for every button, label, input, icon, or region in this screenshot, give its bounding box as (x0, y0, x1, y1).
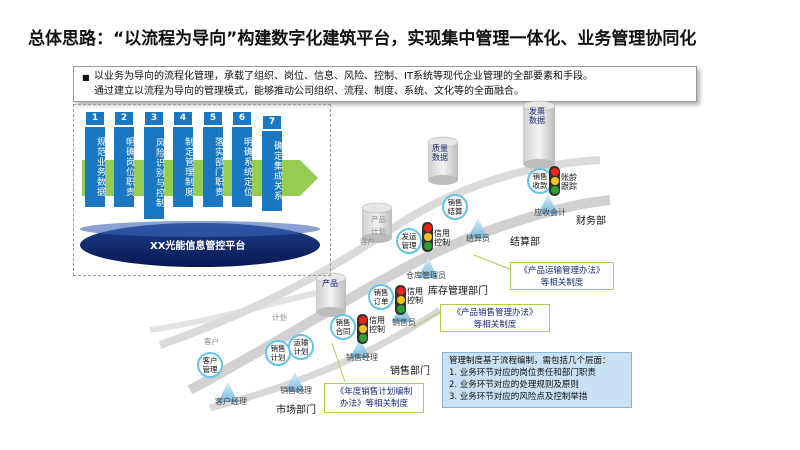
note-text: 等相关制度 (473, 320, 517, 330)
note-connector-2 (411, 311, 441, 329)
traffic-light-icon (357, 314, 368, 344)
green-arrow (82, 160, 318, 196)
intro-box: ■ 以业务为导向的流程化管理，承载了组织、岗位、信息、风险、控制、IT系统等现代… (73, 66, 697, 102)
mgmt-item: 2. 业务环节对应的处理规则及原则 (449, 380, 579, 390)
step-6-number: 6 (233, 112, 251, 125)
node-transport-plan: 运输计划 (288, 334, 314, 360)
cylinder-label-quality: 质量数据 (432, 144, 448, 162)
step-7-label: 确定集成关系 (262, 131, 282, 211)
step-4-number: 4 (174, 112, 192, 125)
management-system-box: 管理制度基于流程编制，需包括几个层面： 1. 业务环节对应的岗位责任和部门职责 … (442, 352, 632, 408)
role-triangle-salesmgr2 (350, 338, 370, 358)
node-sales-contract: 销售合同 (330, 314, 356, 340)
regulation-note-annual-plan: 《年度销售计划编制 办法》等相关制度 (324, 383, 424, 413)
mgmt-heading: 管理制度基于流程编制，需包括几个层面： (449, 356, 611, 366)
data-cylinder-product (315, 272, 347, 317)
steps-panel (73, 104, 331, 276)
data-cylinder-product2 (361, 202, 393, 243)
cylinder-label-product: 产品 (322, 279, 338, 288)
step-3-number: 3 (145, 112, 163, 125)
role-accountant: 应收会计 (534, 208, 566, 217)
mgmt-item: 1. 业务环节对应的岗位责任和部门职责 (449, 368, 596, 378)
role-sales-manager-2: 销售经理 (346, 353, 378, 362)
note-text: 办法》等相关制度 (339, 399, 408, 409)
node-sales-settle: 销售结算 (442, 194, 468, 220)
step-1-label: 规范业务数据 (85, 127, 105, 207)
step-2-number: 2 (115, 112, 133, 125)
intro-line-2: 通过建立以流程为导向的管理模式，能够推动公司组织、流程、制度、系统、文化等的全面… (94, 86, 524, 97)
light-label-aging: 账龄跟踪 (561, 173, 577, 191)
step-4-label: 制定管理制度 (173, 127, 193, 207)
data-cylinder-invoice (522, 100, 556, 169)
node-sales-order: 销售订单 (368, 284, 394, 310)
mgmt-item: 3. 业务环节对应的风险点及控制举措 (449, 392, 588, 402)
light-label-credit-2: 信用控制 (407, 287, 423, 305)
regulation-note-sales: 《产品销售管理办法》 等相关制度 (440, 304, 550, 332)
role-salesperson: 销售员 (392, 318, 416, 327)
ghost-customer2: 客户 (360, 237, 375, 246)
step-6-label: 明确系统定位 (232, 127, 252, 207)
track-3 (209, 307, 442, 412)
node-ship-mgmt: 发运管理 (396, 228, 422, 254)
ghost-product: 产品 (371, 215, 386, 224)
step-2-label: 明确岗位职责 (114, 127, 134, 207)
note-connector-3 (473, 254, 513, 271)
node-sales-plan: 销售计划 (265, 340, 291, 366)
role-sales-manager: 销售经理 (280, 386, 312, 395)
regulation-note-transport: 《产品运输管理办法》 等相关制度 (510, 262, 614, 290)
ghost-plan: 计划 (272, 313, 287, 322)
track-4 (149, 287, 331, 333)
cylinder-label-invoice: 发票数据 (529, 107, 545, 125)
traffic-light-icon (422, 222, 433, 252)
intro-line-1: 以业务为导向的流程化管理，承载了组织、岗位、信息、风险、控制、IT系统等现代企业… (94, 71, 594, 82)
step-3-label: 风险识别与控制 (144, 127, 164, 219)
ghost-plan2: 计划 (371, 227, 386, 236)
role-triangle-salesmgr (285, 372, 305, 392)
step-7-number: 7 (263, 116, 281, 129)
role-warehouse: 仓库管理员 (406, 271, 446, 280)
light-label-credit-3: 信用控制 (434, 229, 450, 247)
bullet-icon: ■ (82, 73, 90, 82)
role-settler: 结算员 (466, 234, 490, 243)
data-cylinder-quality (427, 136, 459, 185)
platform-label: XX光能信息管控平台 (150, 241, 246, 252)
step-5-number: 5 (204, 112, 222, 125)
page-title: 总体思路：“以流程为导向”构建数字化建筑平台，实现集中管理一体化、业务管理协同化 (28, 29, 697, 49)
dept-finance: 财务部 (576, 216, 606, 227)
traffic-light-icon (395, 285, 406, 315)
dept-settlement: 结算部 (510, 237, 540, 248)
note-text: 《产品运输管理办法》 (519, 266, 605, 276)
note-text: 《年度销售计划编制 (335, 387, 413, 397)
light-label-credit-1: 信用控制 (369, 316, 385, 334)
step-5-label: 落实部门职责 (203, 127, 223, 207)
note-text: 等相关制度 (540, 278, 584, 288)
step-1-number: 1 (86, 112, 104, 125)
ghost-customer: 客户 (204, 337, 219, 346)
role-customer-manager: 客户经理 (215, 397, 247, 406)
role-triangle-accountant (538, 194, 558, 214)
note-text: 《产品销售管理办法》 (452, 308, 538, 318)
dept-sales: 销售部门 (390, 366, 430, 377)
traffic-light-icon (549, 166, 560, 196)
node-customer-mgmt: 客户管理 (197, 352, 223, 378)
dept-market: 市场部门 (276, 405, 316, 416)
note-connector-1 (331, 342, 346, 383)
role-triangle-settler (468, 218, 488, 238)
role-triangle-warehouse (418, 258, 438, 278)
dept-warehouse: 库存管理部门 (428, 286, 488, 297)
role-triangle-customer (218, 382, 238, 402)
